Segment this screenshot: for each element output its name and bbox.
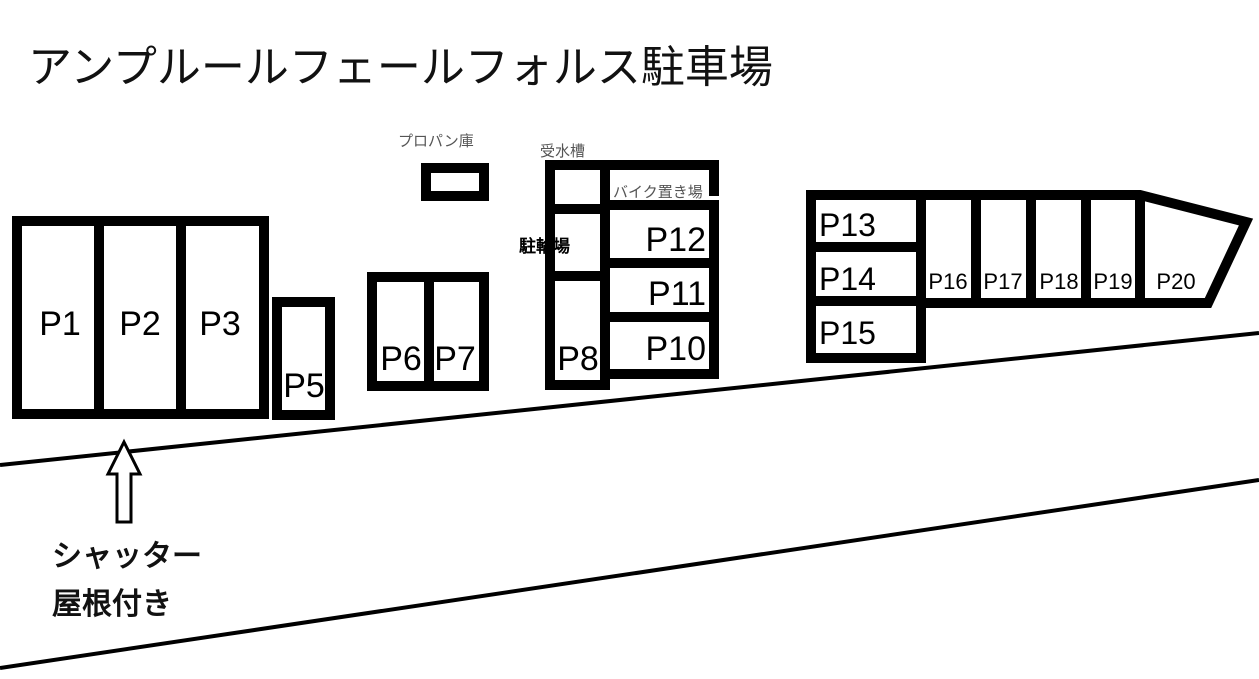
space-p17: P17 <box>983 269 1022 294</box>
space-p5-label: P5 <box>283 367 325 405</box>
space-p15: P15 <box>819 315 876 351</box>
space-p18: P18 <box>1039 269 1078 294</box>
map-title: アンプルールフェールフォルス駐車場 <box>28 42 773 93</box>
label-bike-parking: バイク置き場 <box>613 184 703 201</box>
entrance-note-line2: 屋根付き <box>52 587 172 622</box>
arrow-up-icon <box>105 438 143 524</box>
block-p10-p12 <box>600 200 719 379</box>
label-bicycle-parking: 駐輪場 <box>519 236 570 256</box>
space-p12: P12 <box>646 221 707 259</box>
space-p1: P1 <box>39 305 81 343</box>
entrance-note-line1: シャッター <box>52 539 202 574</box>
space-p11: P11 <box>648 275 706 313</box>
space-p6: P6 <box>380 340 422 378</box>
space-p14: P14 <box>819 261 876 297</box>
space-p10: P10 <box>646 330 707 368</box>
space-p7: P7 <box>434 340 476 378</box>
road-edge-upper <box>0 331 1259 467</box>
space-p3: P3 <box>199 305 241 343</box>
space-p5 <box>272 297 335 420</box>
space-p8: P8 <box>557 340 599 378</box>
label-water-tank: 受水槽 <box>540 143 585 160</box>
space-p13: P13 <box>819 207 876 243</box>
block-p13-p15 <box>806 190 926 363</box>
propane-storage <box>421 163 489 201</box>
space-p19: P19 <box>1093 269 1132 294</box>
space-p2: P2 <box>119 305 161 343</box>
label-propane: プロパン庫 <box>398 133 474 150</box>
block-p1-p3 <box>12 216 269 419</box>
space-p16: P16 <box>928 269 967 294</box>
road-edge-lower <box>0 478 1259 670</box>
space-p20: P20 <box>1156 269 1195 294</box>
